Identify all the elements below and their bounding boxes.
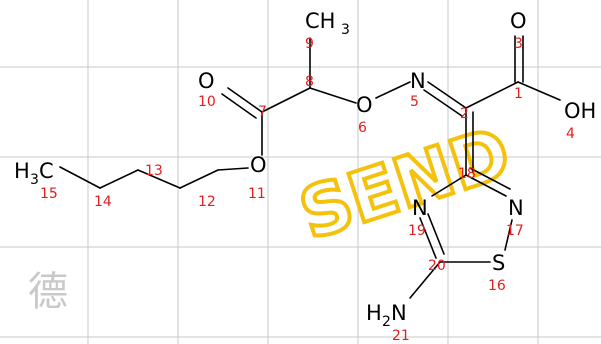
atom-number-21: 21 bbox=[392, 328, 410, 344]
atom-ch3-top-sub: 3 bbox=[341, 22, 350, 38]
bond-5-2a bbox=[427, 81, 467, 109]
bond-1-4 bbox=[517, 81, 561, 101]
bond-6-5 bbox=[375, 81, 411, 99]
bond-12-O11 bbox=[217, 167, 249, 171]
atom-number-9: 9 bbox=[305, 36, 314, 52]
atom-o-acid-dbl: O bbox=[510, 9, 527, 33]
atom-labels: CH 3 H 3 C O O OH N O O N N S H 2 N bbox=[14, 9, 596, 330]
watermark-char: 德 bbox=[28, 269, 68, 315]
bond-13-12 bbox=[137, 169, 181, 189]
bond-18-17a bbox=[465, 174, 507, 197]
atom-ch3-top: CH bbox=[305, 9, 335, 33]
watermark-text: SEND bbox=[290, 111, 520, 255]
atom-number-12: 12 bbox=[198, 194, 216, 210]
atom-number-2: 2 bbox=[460, 106, 469, 122]
bond-14-13 bbox=[99, 169, 139, 189]
atom-o-ester: O bbox=[250, 153, 267, 177]
atom-number-15: 15 bbox=[40, 186, 58, 202]
atom-number-1: 1 bbox=[514, 86, 523, 102]
atom-number-6: 6 bbox=[358, 120, 367, 136]
bond-7-10a bbox=[227, 87, 263, 113]
bond-18-17b bbox=[469, 167, 511, 190]
atom-number-3: 3 bbox=[514, 36, 523, 52]
bond-19-20b bbox=[427, 213, 445, 255]
atom-number-20: 20 bbox=[428, 258, 446, 274]
atom-number-19: 19 bbox=[408, 223, 426, 239]
atom-o-ester-dbl: O bbox=[198, 69, 215, 93]
atom-number-7: 7 bbox=[258, 104, 267, 120]
bond-7-10b bbox=[221, 93, 257, 119]
bond-12-11 bbox=[179, 169, 219, 189]
bond-2-1 bbox=[465, 81, 519, 109]
atom-number-4: 4 bbox=[566, 126, 575, 142]
atom-number-11: 11 bbox=[248, 186, 266, 202]
atom-oh: OH bbox=[564, 99, 596, 123]
atom-n-ring19: N bbox=[412, 196, 428, 220]
atom-number-17: 17 bbox=[506, 223, 524, 239]
bond-7-8 bbox=[261, 87, 311, 113]
bond-20-21 bbox=[409, 261, 441, 299]
atom-h3c-c: C bbox=[39, 159, 54, 183]
bonds bbox=[59, 35, 561, 299]
bond-18-19 bbox=[431, 174, 467, 197]
atom-h3c-sub: 3 bbox=[30, 172, 39, 188]
bond-15-14 bbox=[59, 166, 101, 189]
atom-o-oxime: O bbox=[356, 93, 373, 117]
atom-s-ring: S bbox=[492, 251, 505, 275]
atom-number-5: 5 bbox=[410, 94, 419, 110]
atom-number-13: 13 bbox=[145, 163, 163, 179]
bond-19-20a bbox=[419, 217, 437, 259]
atom-numbers: 1 2 3 4 5 6 7 8 9 10 11 12 13 14 15 16 1… bbox=[40, 36, 575, 344]
atom-number-14: 14 bbox=[94, 194, 112, 210]
bond-8-6 bbox=[309, 87, 357, 104]
bond-17-16 bbox=[504, 219, 513, 251]
atom-number-18: 18 bbox=[458, 166, 476, 182]
atom-h3c-h: H bbox=[14, 159, 30, 183]
atom-nh2-sub: 2 bbox=[382, 314, 391, 330]
atom-number-10: 10 bbox=[198, 94, 216, 110]
atom-number-8: 8 bbox=[305, 74, 314, 90]
atom-number-16: 16 bbox=[488, 278, 506, 294]
bond-5-2b bbox=[423, 89, 463, 117]
atom-n-oxime: N bbox=[410, 69, 426, 93]
atom-n-ring17: N bbox=[508, 196, 524, 220]
atom-nh2-h: H bbox=[366, 301, 382, 325]
atom-nh2-n: N bbox=[391, 301, 407, 325]
